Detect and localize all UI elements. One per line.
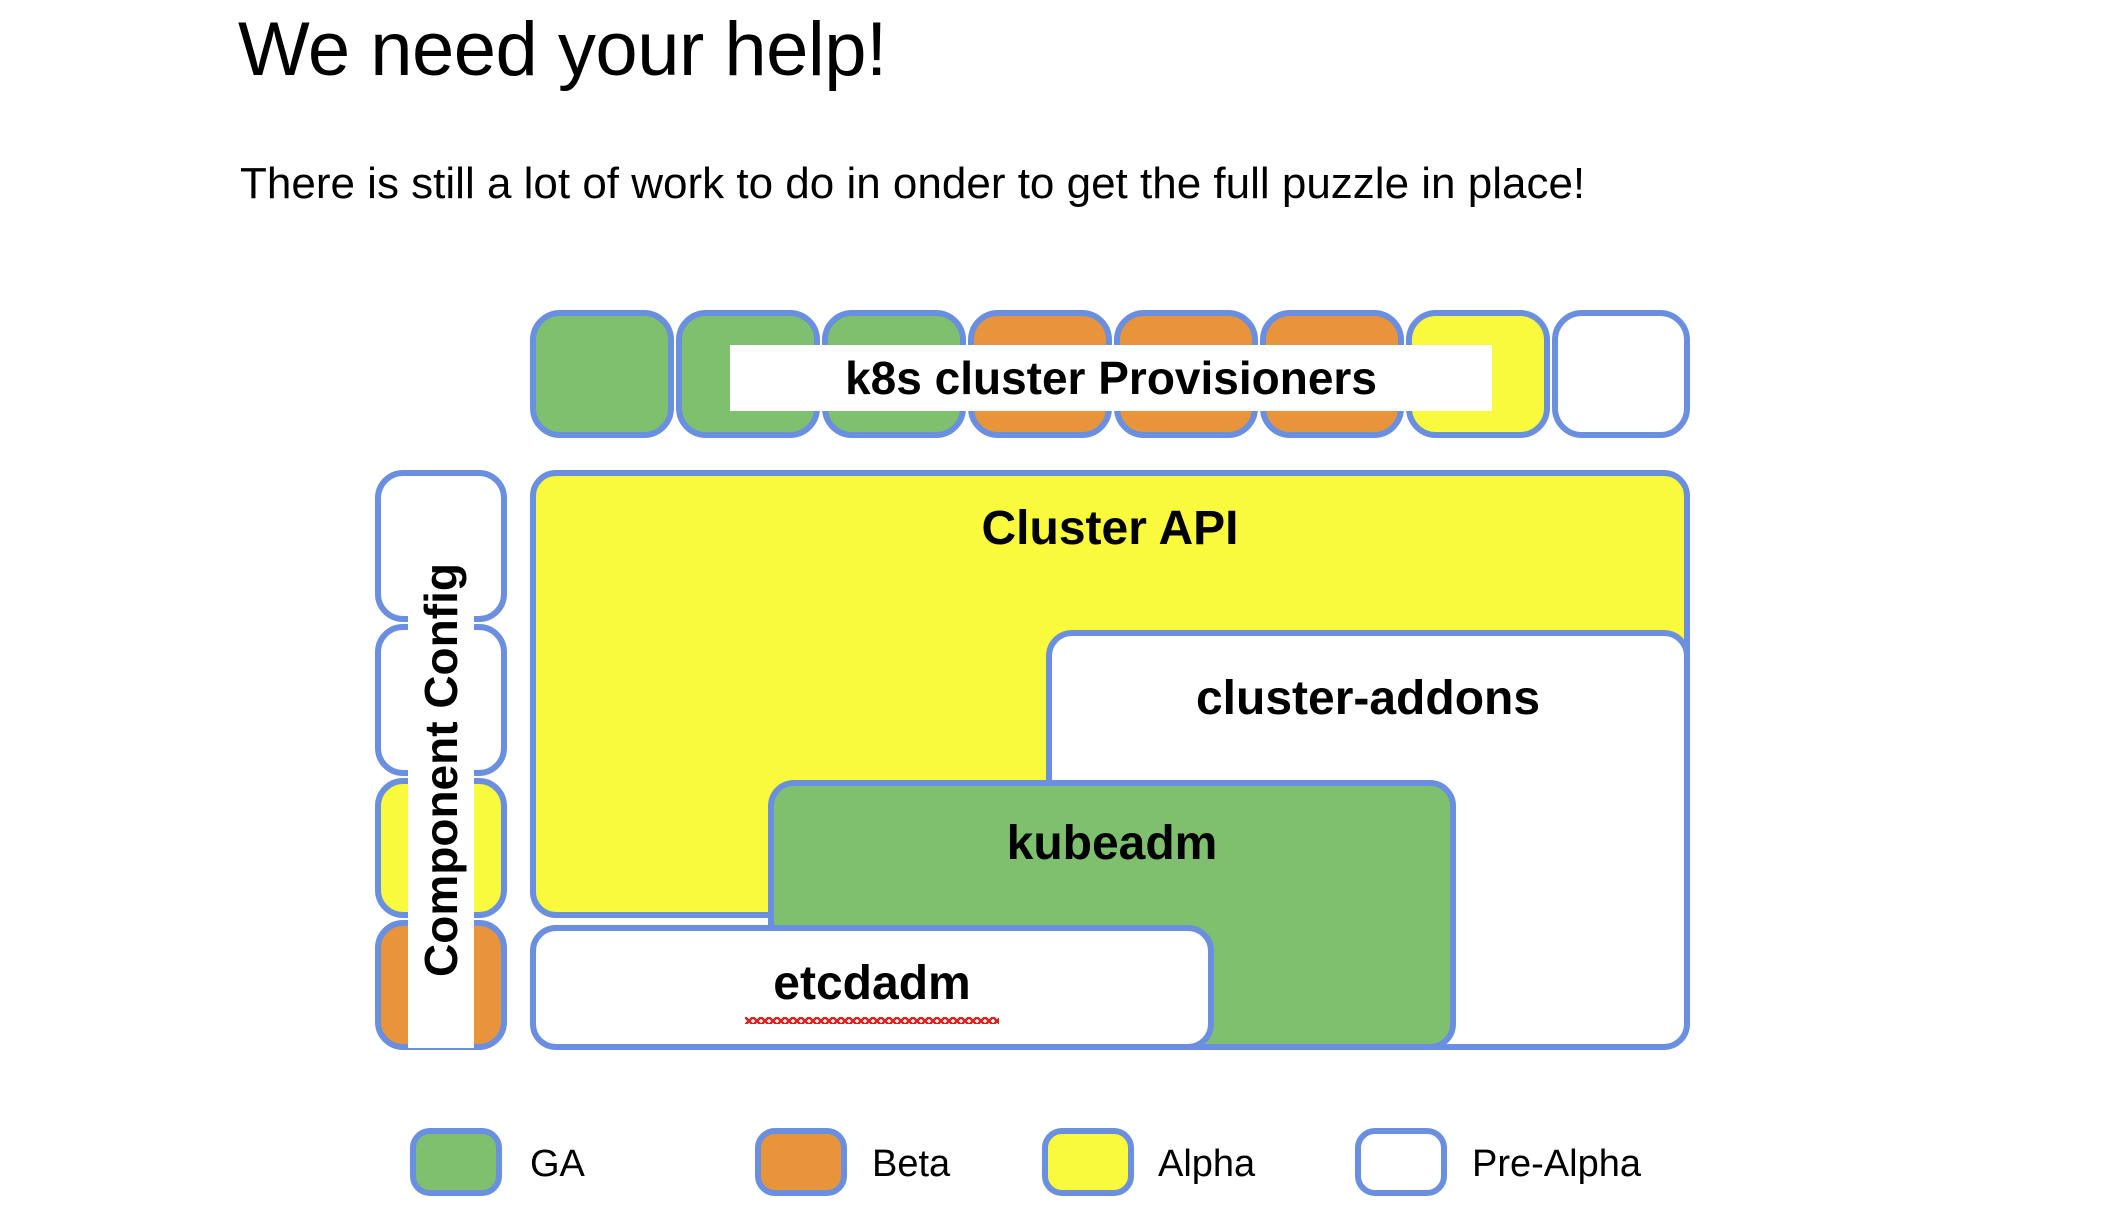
cluster-api-label: Cluster API	[981, 502, 1239, 555]
legend-label-alpha: Alpha	[1158, 1143, 1256, 1185]
provisioner-box-1[interactable]	[530, 310, 674, 438]
legend-label-ga: GA	[530, 1143, 585, 1185]
legend-label-beta: Beta	[872, 1143, 951, 1185]
provisioner-box-8[interactable]	[1552, 310, 1690, 438]
legend-label-pre-alpha: Pre-Alpha	[1472, 1143, 1641, 1185]
provisioners-label-plate	[730, 345, 1492, 411]
etcdadm-box[interactable]	[530, 925, 1214, 1050]
page-title: We need your help!	[238, 7, 887, 92]
provisioners-label: k8s cluster Provisioners	[845, 352, 1377, 404]
component-config-label: Component Config	[415, 563, 468, 977]
legend-swatch-beta	[755, 1128, 847, 1196]
component-config-label-plate	[408, 492, 474, 1048]
cluster-addons-label: cluster-addons	[1195, 672, 1541, 725]
kubeadm-label: kubeadm	[1006, 817, 1218, 870]
legend-swatch-alpha	[1042, 1128, 1134, 1196]
legend-swatch-ga	[410, 1128, 502, 1196]
etcdadm-label-wrap: etcdadm	[530, 957, 1214, 1024]
component-config-label-wrap: Component Config	[408, 492, 474, 1048]
legend-swatch-pre-alpha	[1355, 1128, 1447, 1196]
page-subtitle: There is still a lot of work to do in on…	[240, 159, 1586, 208]
etcdadm-label: etcdadm	[745, 957, 1000, 1024]
